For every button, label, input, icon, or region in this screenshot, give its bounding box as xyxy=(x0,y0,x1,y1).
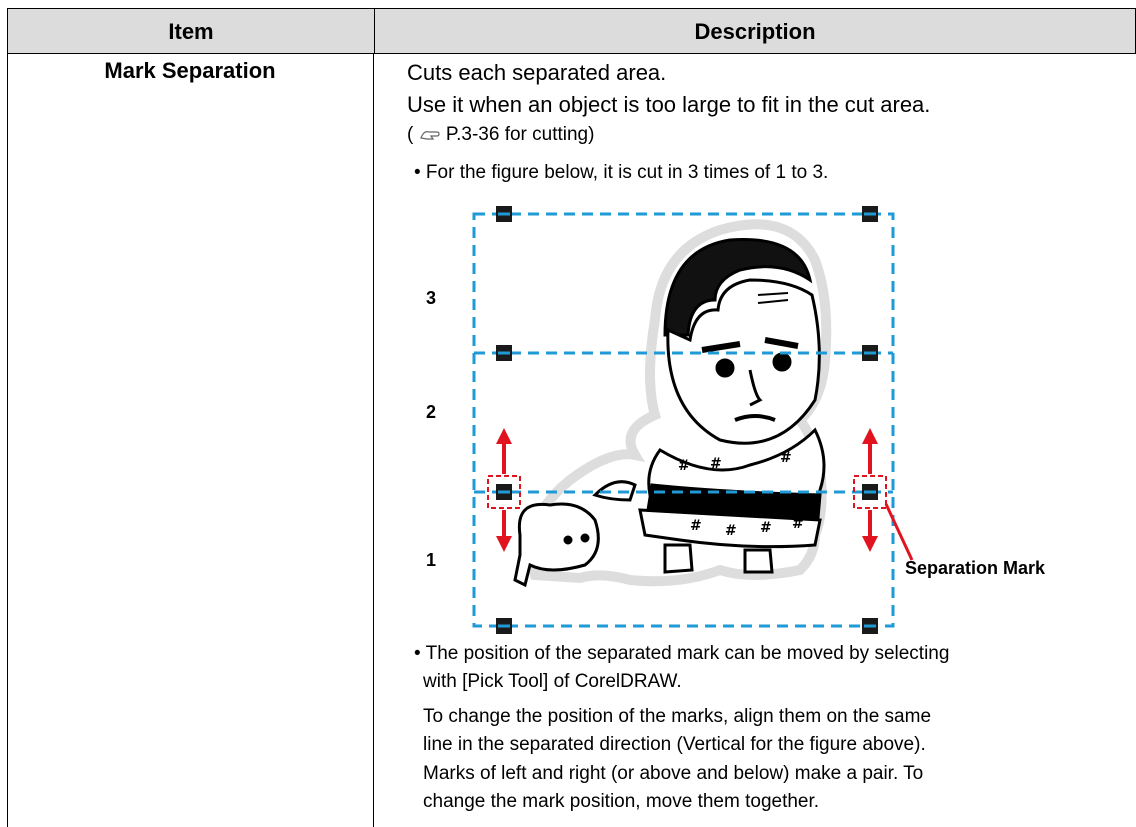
bullet-position-line-3: To change the position of the marks, ali… xyxy=(423,706,932,727)
header-divider xyxy=(374,9,375,53)
bullet-position-line-5: Marks of left and right (or above and be… xyxy=(423,763,924,784)
svg-text:#: # xyxy=(760,520,772,536)
page-reference: ( P.3-36 for cutting) xyxy=(407,124,594,146)
header-description: Description xyxy=(694,19,816,44)
character-illustration: # # # # # # # xyxy=(513,219,832,588)
area-label-3: 3 xyxy=(426,288,436,308)
highlight-boxes xyxy=(487,475,887,509)
desc-line-2: Use it when an object is too large to fi… xyxy=(407,92,931,117)
area-label-1: 1 xyxy=(426,550,436,570)
ref-open: ( xyxy=(407,124,414,145)
spec-table: Item Description xyxy=(7,8,1136,827)
bullet-position-line-6: change the mark position, move them toge… xyxy=(423,791,820,812)
page-reference-icon xyxy=(419,131,440,140)
ref-text: P.3-36 for cutting) xyxy=(440,124,595,145)
bullet-cut-times: • For the figure below, it is cut in 3 t… xyxy=(414,162,829,183)
table-left-border xyxy=(7,53,8,827)
move-arrows xyxy=(496,428,914,561)
separation-mark-callout: Separation Mark xyxy=(905,558,1046,578)
bullet-position-line-4: line in the separated direction (Vertica… xyxy=(423,734,926,755)
bullet-position-line-1: • The position of the separated mark can… xyxy=(414,643,950,664)
cut-area-lines xyxy=(472,212,895,628)
svg-text:#: # xyxy=(780,450,792,466)
header-item: Item xyxy=(168,19,214,44)
item-name-mark-separation: Mark Separation xyxy=(104,58,276,83)
svg-text:#: # xyxy=(792,516,804,532)
table-header: Item Description xyxy=(7,8,1136,54)
svg-text:#: # xyxy=(690,518,702,534)
svg-text:#: # xyxy=(678,458,690,474)
bullet-position-line-2: with [Pick Tool] of CorelDRAW. xyxy=(423,671,682,692)
svg-text:#: # xyxy=(710,456,722,472)
separation-figure: ### #### 3 2 1 Se xyxy=(426,206,1046,634)
svg-text:#: # xyxy=(725,523,737,539)
column-divider xyxy=(373,53,374,827)
area-label-2: 2 xyxy=(426,402,436,422)
desc-line-1: Cuts each separated area. xyxy=(407,60,667,85)
